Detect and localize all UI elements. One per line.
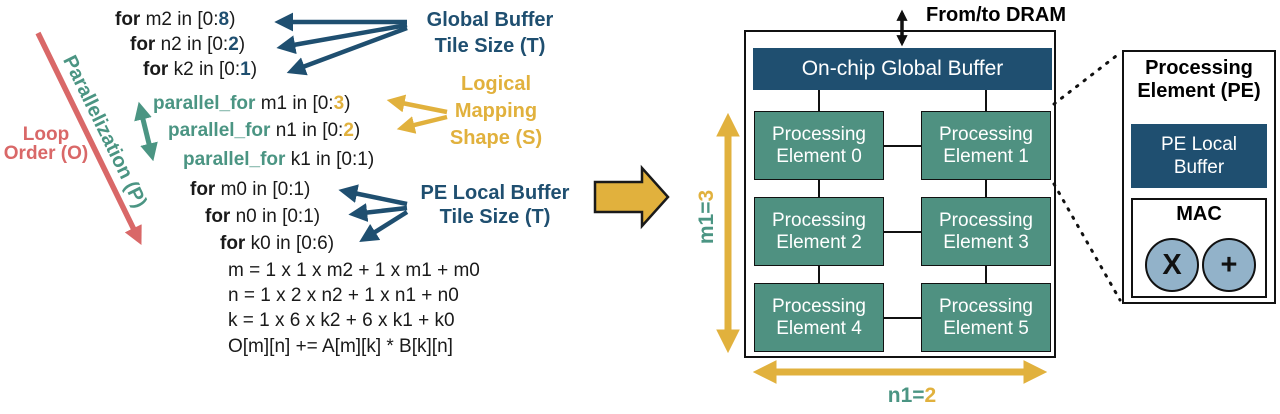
logical-mapping-line1: Logical [460,73,531,95]
code-line-11: k = 1 x 6 x k2 + 6 x k1 + k0 [228,310,455,331]
code-line-4: parallel_for n1 in [0:2) [168,120,361,141]
loop-order-line2: Order (O) [3,143,89,164]
code-line-0: for m2 in [0:8) [115,9,236,30]
code-line-3: parallel_for m1 in [0:3) [153,93,351,114]
n1-dimension-label: n1=2 [860,384,964,408]
code-line-9: m = 1 x 1 x m2 + 1 x m1 + m0 [228,260,480,281]
code-line-6: for m0 in [0:1) [190,179,311,200]
m1-label-value: 3 [695,189,718,202]
global-buffer-tile-annotation: Global Buffer Tile Size (T) [408,7,572,59]
mac-unit-box: MAC X + [1131,198,1267,298]
n1-label-prefix: n1= [887,384,925,407]
code-line-8: for k0 in [0:6) [220,233,335,254]
n1-label-value: 2 [924,384,937,407]
on-chip-global-buffer: On-chip Global Buffer [753,48,1052,90]
adder-icon: + [1202,238,1256,292]
pe-local-tile-annotation: PE Local Buffer Tile Size (T) [405,181,585,229]
code-line-5: parallel_for k1 in [0:1) [183,149,375,170]
m1-dimension-label: m1=3 [695,169,721,265]
loop-order-line1: Loop [22,124,70,145]
code-line-10: n = 1 x 2 x n2 + 1 x n1 + n0 [228,285,459,306]
mac-label: MAC [1176,203,1222,225]
global-buffer-tile-line1: Global Buffer [426,9,554,31]
pe-local-buffer-line1: PE Local [1160,134,1238,155]
pe-detail-title-line2: Element (PE) [1137,80,1261,102]
logical-mapping-line3: Shape (S) [449,127,543,149]
logical-mapping-annotation: Logical Mapping Shape (S) [426,71,566,152]
code-line-1: for n2 in [0:2) [130,34,246,55]
m1-label-prefix: m1= [695,201,718,245]
pe-local-tile-line1: PE Local Buffer [420,182,570,204]
code-line-7: for n0 in [0:1) [205,206,321,227]
pe-detail-title: Processing Element (PE) [1124,57,1274,103]
code-line-12: O[m][n] += A[m][k] * B[k][n] [228,336,453,357]
multiplier-icon: X [1145,238,1199,292]
pe-detail-title-line1: Processing [1145,57,1253,79]
pe-local-buffer-box: PE Local Buffer [1131,124,1267,188]
pe-local-buffer-line2: Buffer [1173,157,1225,178]
pe-local-tile-line2: Tile Size (T) [439,206,551,228]
code-line-2: for k2 in [0:1) [143,59,258,80]
dram-label: From/to DRAM [926,4,1066,26]
pe-detail-box: Processing Element (PE) PE Local Buffer … [1122,50,1276,304]
logical-mapping-line2: Mapping [454,100,538,122]
global-buffer-tile-line2: Tile Size (T) [434,35,546,57]
loop-order-label: Loop Order (O) [0,125,94,163]
